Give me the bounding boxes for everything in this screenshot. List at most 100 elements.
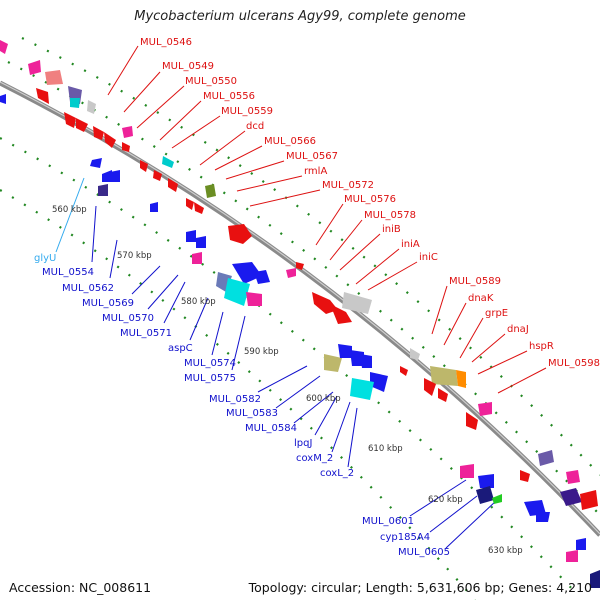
gene-feature xyxy=(476,486,494,504)
gene-feature xyxy=(228,224,252,244)
gene-label-glyu: glyU xyxy=(34,253,56,264)
gene-feature xyxy=(98,184,108,196)
accession-text: Accession: NC_008611 xyxy=(9,580,152,595)
gene-feature xyxy=(478,474,494,488)
gene-label-coxm_2: coxM_2 xyxy=(296,453,333,464)
plus-strand-features xyxy=(0,40,598,510)
gene-feature xyxy=(0,40,8,54)
gene-feature xyxy=(194,202,204,214)
gene-feature xyxy=(36,88,49,104)
gene-label-mul_0550: MUL_0550 xyxy=(185,76,237,87)
gene-feature xyxy=(246,292,262,306)
gene-feature xyxy=(430,366,458,386)
gene-label-lpqj: lpqJ xyxy=(294,438,312,449)
gene-feature xyxy=(216,272,232,292)
gene-feature xyxy=(196,236,206,248)
gene-label-mul_0546: MUL_0546 xyxy=(140,37,192,48)
inner-gene-labels: glyUMUL_0554MUL_0562MUL_0569MUL_0570MUL_… xyxy=(34,253,450,558)
gene-feature xyxy=(478,402,492,416)
gene-feature xyxy=(110,170,120,182)
gene-feature xyxy=(102,170,112,182)
gene-label-aspc: aspC xyxy=(168,343,193,354)
gene-feature xyxy=(360,354,372,368)
genome-summary-text: Topology: circular; Length: 5,631,606 bp… xyxy=(248,580,592,595)
inner-dotted-track-1 xyxy=(0,137,576,593)
gene-feature xyxy=(87,100,96,114)
gene-feature xyxy=(104,132,116,148)
gene-label-mul_0566: MUL_0566 xyxy=(264,136,316,147)
gene-feature xyxy=(192,252,202,264)
gene-label-mul_0589: MUL_0589 xyxy=(449,276,501,287)
kbp-tick-label: 630 kbp xyxy=(488,546,523,556)
gene-feature xyxy=(410,348,420,360)
gene-feature xyxy=(254,270,270,284)
gene-feature xyxy=(338,344,352,358)
gene-label-dcd: dcd xyxy=(246,121,264,132)
gene-feature xyxy=(312,292,338,314)
gene-feature xyxy=(424,378,436,396)
gene-feature xyxy=(324,354,342,372)
gene-label-coxl_2: coxL_2 xyxy=(320,468,354,479)
gene-feature xyxy=(150,202,158,212)
gene-feature xyxy=(162,156,174,168)
gene-feature xyxy=(122,126,133,138)
gene-feature xyxy=(560,488,582,506)
gene-feature xyxy=(350,350,364,366)
gene-label-mul_0572: MUL_0572 xyxy=(322,180,374,191)
gene-label-dnak: dnaK xyxy=(468,293,494,304)
outer-gene-labels: MUL_0546MUL_0549MUL_0550MUL_0556MUL_0559… xyxy=(140,37,600,369)
gene-label-mul_0584: MUL_0584 xyxy=(245,423,297,434)
outer-dotted-track-2 xyxy=(21,37,600,476)
kbp-tick-label: 560 kbp xyxy=(52,205,87,215)
gene-label-rmla: rmlA xyxy=(304,166,327,177)
gene-label-mul_0569: MUL_0569 xyxy=(82,298,134,309)
gene-feature xyxy=(93,126,104,140)
gene-feature xyxy=(232,262,262,284)
gene-feature xyxy=(224,278,250,306)
gene-label-mul_0582: MUL_0582 xyxy=(209,394,261,405)
gene-feature xyxy=(186,198,194,210)
gene-feature xyxy=(140,160,148,172)
gene-feature xyxy=(350,378,374,400)
gene-label-mul_0576: MUL_0576 xyxy=(344,194,396,205)
gene-feature xyxy=(370,372,388,392)
gene-feature xyxy=(122,142,130,152)
gene-label-mul_0549: MUL_0549 xyxy=(162,61,214,72)
gene-label-mul_0574: MUL_0574 xyxy=(184,358,236,369)
inner-dotted-track-2 xyxy=(0,189,476,600)
kbp-tick-label: 580 kbp xyxy=(181,297,216,307)
gene-feature xyxy=(456,370,466,388)
gene-label-mul_0605: MUL_0605 xyxy=(398,547,450,558)
gene-label-cyp185a4: cyp185A4 xyxy=(380,532,430,543)
gene-label-mul_0562: MUL_0562 xyxy=(62,283,114,294)
gene-feature xyxy=(566,470,580,484)
gene-label-mul_0598: MUL_0598 xyxy=(548,358,600,369)
gene-feature xyxy=(64,112,76,128)
gene-feature xyxy=(342,292,372,314)
genome-backbone-highlight xyxy=(0,81,600,535)
gene-feature xyxy=(186,230,196,242)
gene-label-mul_0571: MUL_0571 xyxy=(120,328,172,339)
gene-feature xyxy=(45,70,63,85)
kbp-tick-label: 610 kbp xyxy=(368,444,403,454)
gene-feature xyxy=(70,98,80,108)
gene-feature xyxy=(538,450,554,466)
gene-feature xyxy=(466,412,478,430)
outer-leader-lines xyxy=(107,45,547,394)
gene-feature xyxy=(520,470,530,482)
gene-label-mul_0583: MUL_0583 xyxy=(226,408,278,419)
gene-feature xyxy=(590,570,600,588)
gene-feature xyxy=(296,262,304,270)
gene-label-inia: iniA xyxy=(401,239,420,250)
gene-feature xyxy=(76,118,88,132)
gene-feature xyxy=(576,538,586,550)
gene-label-mul_0575: MUL_0575 xyxy=(184,373,236,384)
kbp-tick-label: 570 kbp xyxy=(117,251,152,261)
gene-feature xyxy=(580,490,598,510)
gene-feature xyxy=(28,60,41,75)
kbp-tick-label: 590 kbp xyxy=(244,347,279,357)
gene-label-mul_0570: MUL_0570 xyxy=(102,313,154,324)
genome-backbone xyxy=(0,80,600,537)
